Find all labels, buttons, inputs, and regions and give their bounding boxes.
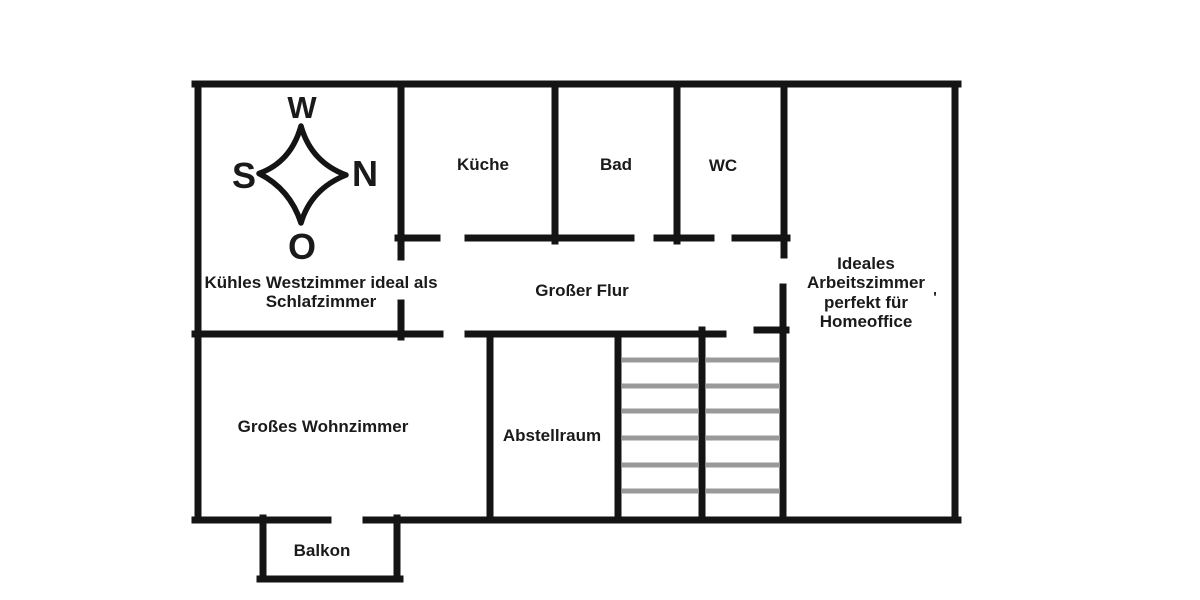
room-label-kueche: Küche: [457, 155, 509, 174]
stray-mark: ': [933, 289, 937, 306]
compass-label-south: S: [232, 155, 256, 196]
room-label-westzimmer-line2: Schlafzimmer: [266, 292, 377, 311]
room-label-arbeitszimmer-line4: Homeoffice: [820, 312, 913, 331]
room-label-flur: Großer Flur: [535, 281, 629, 300]
room-label-arbeitszimmer-line3: perfekt für: [824, 293, 908, 312]
compass-star-icon: [256, 123, 349, 226]
room-label-westzimmer: Kühles Westzimmer ideal als Schlafzimmer: [204, 273, 437, 311]
compass-label-east: O: [288, 226, 316, 267]
room-label-arbeitszimmer: Ideales Arbeitszimmer perfekt für Homeof…: [807, 254, 925, 331]
room-label-wohnzimmer: Großes Wohnzimmer: [238, 417, 409, 436]
room-label-wc: WC: [709, 156, 737, 175]
room-label-westzimmer-line1: Kühles Westzimmer ideal als: [204, 273, 437, 292]
room-label-arbeitszimmer-line1: Ideales: [837, 254, 895, 273]
room-labels: Küche Bad WC Kühles Westzimmer ideal als…: [204, 155, 936, 560]
compass-label-north: N: [352, 153, 378, 194]
room-label-arbeitszimmer-line2: Arbeitszimmer: [807, 273, 925, 292]
compass-label-west: W: [287, 90, 317, 125]
compass-rose: W S N O: [232, 90, 378, 267]
room-label-balkon: Balkon: [294, 541, 351, 560]
room-label-bad: Bad: [600, 155, 632, 174]
room-label-abstellraum: Abstellraum: [503, 426, 601, 445]
staircase: [622, 357, 780, 494]
walls-group: [191, 80, 962, 583]
